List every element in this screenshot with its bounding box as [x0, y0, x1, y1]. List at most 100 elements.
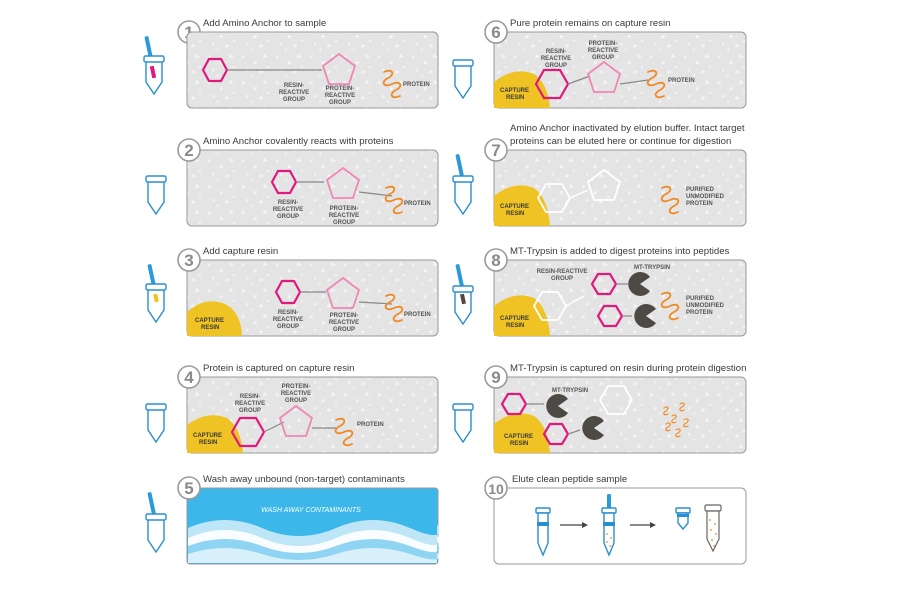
protein-coil-icon: [382, 69, 402, 99]
arrow-right-icon: [630, 522, 656, 528]
resin-reactive-label-3c: GROUP: [277, 324, 299, 330]
protein-label: PROTEIN: [403, 82, 430, 88]
protein-reactive-label-1c: GROUP: [329, 100, 351, 106]
step-5-title: Wash away unbound (non-target) contamina…: [203, 474, 405, 485]
collection-tube-icon: [704, 504, 722, 553]
resin-reactive-label-6c: GROUP: [545, 63, 567, 69]
step-6-title: Pure protein remains on capture resin: [510, 18, 671, 29]
spin-column-icon: [535, 507, 551, 557]
step-7-title-line1: Amino Anchor inactivated by elution buff…: [510, 123, 745, 134]
protein-coil-icon: [334, 417, 354, 447]
protein-coil-icon: [660, 185, 680, 215]
step-9: 9 MT-Trypsin is captured on resin during…: [452, 363, 747, 454]
step-4-number: 4: [184, 368, 194, 387]
protein-reactive-label-1b: REACTIVE: [325, 93, 355, 99]
protein-label: PROTEIN: [668, 78, 695, 84]
step-8: 8 MT-Trypsin is added to digest proteins…: [452, 246, 747, 337]
tube-icon: [452, 403, 474, 444]
resin-reactive-label-1c: GROUP: [283, 97, 305, 103]
capture-resin-label-a: CAPTURE: [500, 204, 529, 210]
step-5-number-badge: [177, 476, 201, 500]
step-9-number: 9: [491, 368, 500, 387]
protein-reactive-label-2a: PROTEIN-: [330, 206, 359, 212]
protein-reactive-label-4a: PROTEIN-: [282, 384, 311, 390]
wash-away-label: WASH AWAY CONTAMINANTS: [261, 507, 361, 514]
protein-coil-icon: [384, 185, 404, 215]
unmodified-label: UNMODIFIED: [686, 303, 725, 309]
protein-reactive-label-3c: GROUP: [333, 327, 355, 333]
protein-reactive-pentagon: [278, 404, 314, 437]
step-4-title: Protein is captured on capture resin: [203, 363, 354, 374]
mt-trypsin-icon: [634, 304, 656, 329]
step-9-number-badge: [484, 365, 508, 389]
protein-reactive-pentagon: [321, 52, 357, 85]
step-1-title: Add Amino Anchor to sample: [203, 18, 326, 29]
step-6: 6 Pure protein remains on capture resin …: [452, 18, 747, 109]
protein-reactive-label-3a: PROTEIN-: [330, 313, 359, 319]
step-5-number: 5: [184, 479, 193, 498]
protein-reactive-label-6b: REACTIVE: [588, 48, 618, 54]
step-7: 7 Amino Anchor inactivated by elution bu…: [452, 123, 747, 227]
arrow-right-icon: [560, 522, 588, 528]
step-6-panel: [493, 31, 747, 109]
protein-coil-icon: [646, 69, 666, 99]
unmodified-label: UNMODIFIED: [686, 194, 725, 200]
step-2-title: Amino Anchor covalently reacts with prot…: [203, 136, 394, 147]
resin-reactive-label-1b: REACTIVE: [279, 90, 309, 96]
step-2-number-badge: [177, 138, 201, 162]
tube-with-pipette-icon: [145, 492, 167, 554]
inactivated-hexagon: [598, 385, 634, 415]
capture-resin-bead: [494, 413, 550, 453]
capture-resin-bead: [494, 71, 550, 108]
protein-reactive-label-4c: GROUP: [285, 398, 307, 404]
mt-trypsin-icon: [628, 272, 650, 297]
protein-coil-icon: [384, 293, 404, 323]
step-8-number: 8: [491, 251, 500, 270]
step-7-number: 7: [491, 141, 500, 160]
step-7-number-badge: [484, 138, 508, 162]
resin-reactive-label-1a: RESIN-: [284, 83, 304, 89]
step-2: 2 Amino Anchor covalently reacts with pr…: [145, 136, 439, 227]
capture-resin-label-a: CAPTURE: [193, 433, 222, 439]
protein-reactive-pentagon: [325, 276, 361, 309]
protein-coil-icon: [660, 291, 680, 321]
step-6-number: 6: [491, 23, 500, 42]
tube-with-pipette-icon: [452, 154, 474, 216]
resin-reactive-label-2c: GROUP: [277, 214, 299, 220]
step-10-title: Elute clean peptide sample: [512, 474, 627, 485]
step-4-panel: [186, 376, 439, 454]
spin-column-icon: [601, 494, 617, 557]
protein-reactive-label-2c: GROUP: [333, 220, 355, 226]
resin-reactive-label-6b: REACTIVE: [541, 56, 571, 62]
protein-reactive-label-1a: PROTEIN-: [326, 86, 355, 92]
step-2-panel: [186, 149, 439, 227]
mt-trypsin-label: MT-TRYPSIN: [634, 265, 670, 271]
step-8-title: MT-Trypsin is added to digest proteins i…: [510, 246, 730, 257]
resin-reactive-group-label-a: RESIN-REACTIVE: [537, 269, 588, 275]
resin-reactive-label-4b: REACTIVE: [235, 401, 265, 407]
mt-trypsin-icon: [546, 394, 568, 419]
resin-reactive-label-6a: RESIN-: [546, 49, 566, 55]
step-6-number-badge: [484, 20, 508, 44]
capture-resin-label-b: RESIN: [506, 211, 524, 217]
tube-with-pipette-icon: [145, 264, 167, 324]
capture-resin-label-b: RESIN: [510, 441, 528, 447]
capture-resin-label-b: RESIN: [201, 325, 219, 331]
tube-with-pipette-icon: [452, 264, 474, 326]
protein-label: PROTEIN: [686, 201, 713, 207]
tube-with-pipette-icon: [143, 36, 165, 96]
mt-trypsin-label: MT-TRYPSIN: [552, 388, 588, 394]
capture-resin-label-b: RESIN: [199, 440, 217, 446]
capture-resin-bead: [494, 185, 550, 226]
tube-icon: [145, 175, 167, 216]
capture-resin-label-a: CAPTURE: [500, 316, 529, 322]
capture-resin-label-a: CAPTURE: [504, 434, 533, 440]
step-7-panel: [493, 149, 747, 227]
protein-label: PROTEIN: [404, 201, 431, 207]
step-5: 5 Wash away unbound (non-target) contami…: [145, 474, 440, 565]
protein-reactive-label-6a: PROTEIN-: [589, 41, 618, 47]
step-8-panel: [493, 259, 747, 337]
protein-label: PROTEIN: [357, 422, 384, 428]
empty-column-icon: [675, 507, 691, 531]
